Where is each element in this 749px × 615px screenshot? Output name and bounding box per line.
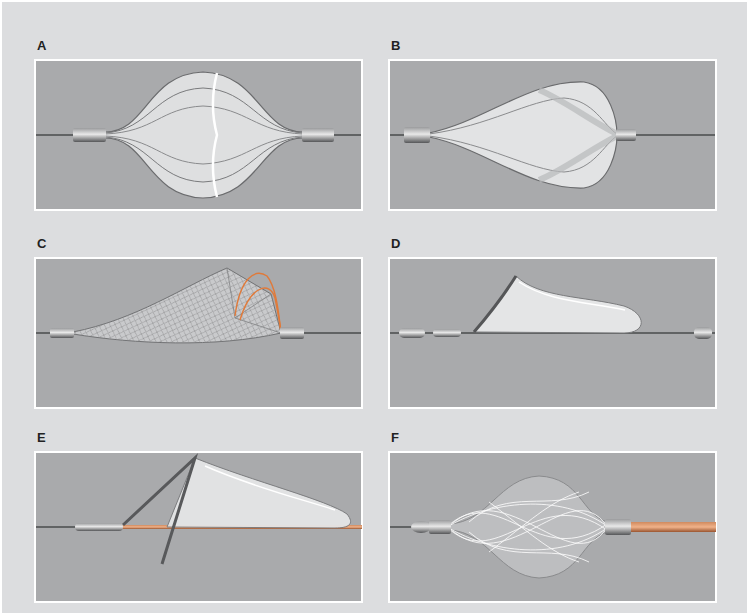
panel-letter: F	[389, 430, 399, 446]
panel: D	[389, 234, 716, 409]
panel-letter: C	[35, 236, 46, 252]
panel: C	[35, 234, 362, 409]
panel-letter: B	[389, 38, 400, 54]
panel-letter: D	[389, 236, 400, 252]
panel-letter: E	[35, 430, 46, 446]
panel: A	[35, 36, 362, 211]
panel: F	[389, 428, 716, 603]
panel: B	[389, 36, 716, 211]
panel: E	[35, 428, 362, 603]
panel-letter: A	[35, 38, 46, 54]
